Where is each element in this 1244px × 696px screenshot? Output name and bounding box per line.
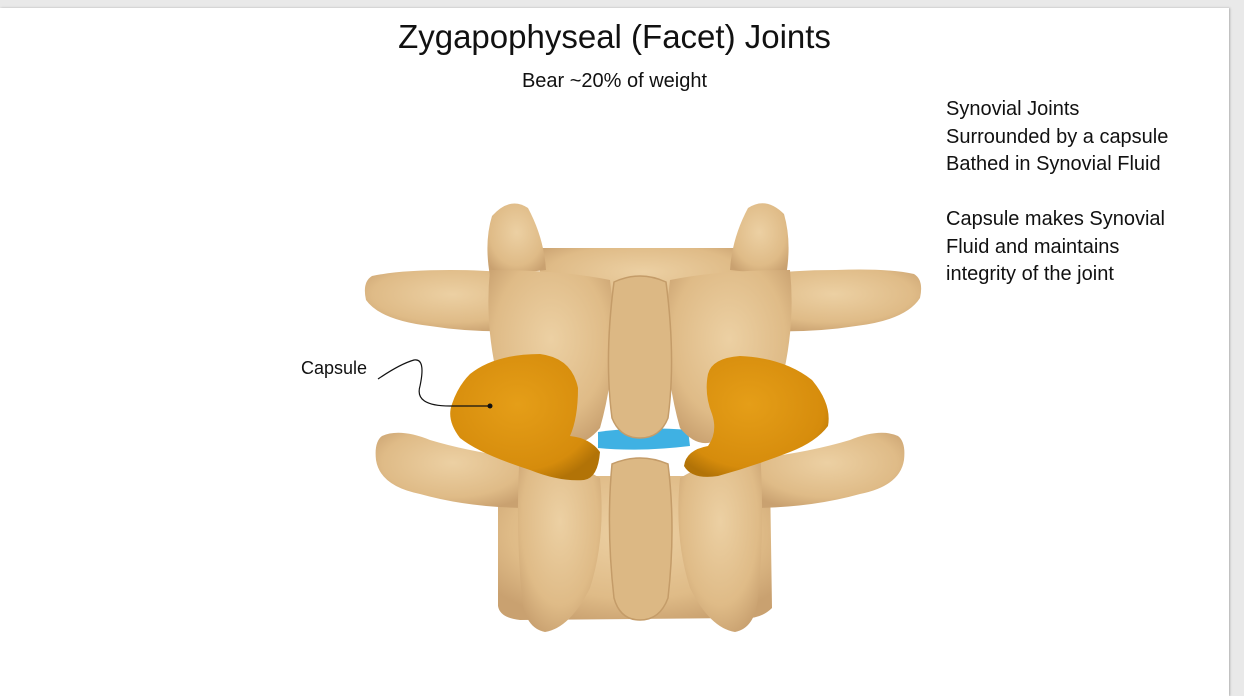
note-line: Synovial Joints (946, 98, 1080, 120)
note-line: integrity of the joint (946, 263, 1114, 285)
upper-left-superior-articular-process (487, 203, 546, 276)
slide: Zygapophyseal (Facet) Joints Bear ~20% o… (0, 8, 1229, 696)
note-line: Capsule makes Synovial (946, 208, 1165, 230)
left-facet-capsule (450, 354, 600, 481)
upper-spinous-process (607, 275, 673, 439)
slide-subtitle: Bear ~20% of weight (521, 70, 708, 92)
note-line: Fluid and maintains (946, 235, 1120, 258)
intervertebral-disc (598, 428, 690, 450)
lower-right-transverse-process (750, 432, 905, 508)
vertebrae-illustration (364, 203, 922, 632)
notes-text-block: Synovial Joints Surrounded by a capsule … (946, 96, 1216, 289)
upper-right-superior-articular-process (730, 203, 789, 276)
lower-left-transverse-process (375, 432, 530, 508)
capsule-callout-label: Capsule (301, 358, 368, 378)
right-facet-capsule (684, 356, 829, 477)
capsule-callout-dot (487, 403, 493, 409)
capsule-callout-line (377, 359, 490, 407)
note-line: Bathed in Synovial Fluid (946, 153, 1161, 175)
lower-spinous-process (608, 457, 673, 621)
slide-title: Zygapophyseal (Facet) Joints (398, 18, 831, 55)
note-line: Surrounded by a capsule (946, 125, 1169, 148)
lower-right-lamina (678, 448, 763, 632)
lower-left-lamina (517, 448, 602, 632)
